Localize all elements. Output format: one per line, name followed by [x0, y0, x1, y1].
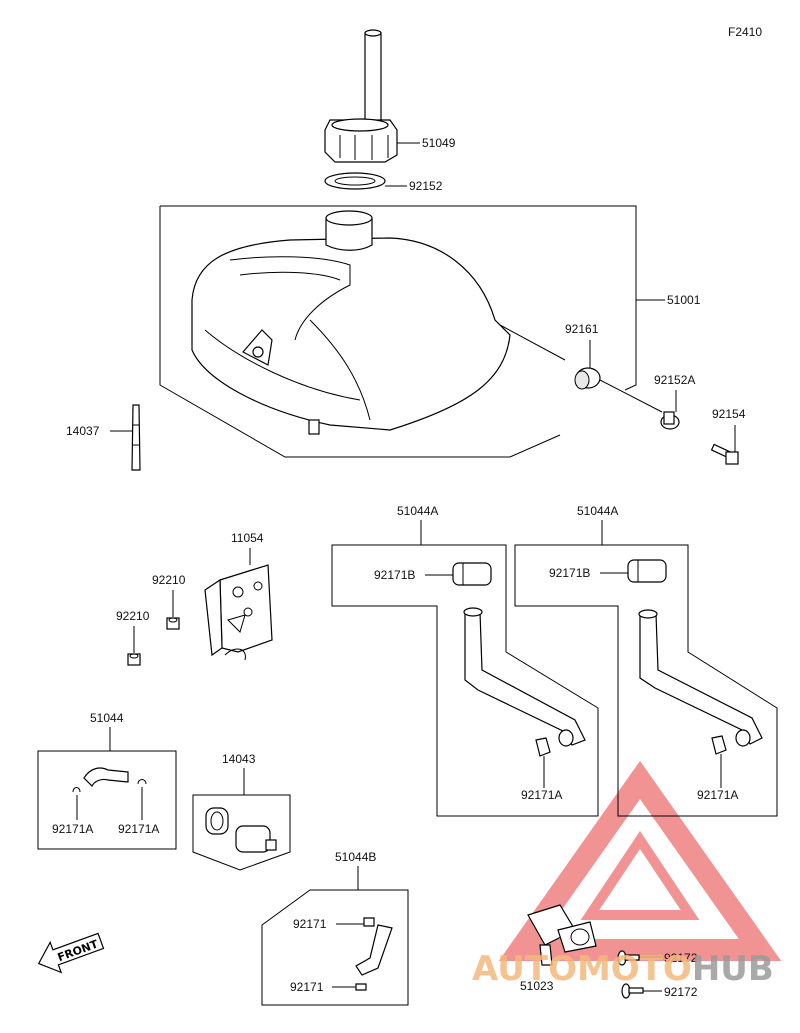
tube-clip-drawing	[131, 404, 141, 471]
watermark-text-left: AUTOMOTO	[472, 949, 692, 989]
fuel-tank-drawing	[191, 210, 566, 435]
watermark-text-right: HUB	[692, 949, 774, 989]
fuel-cock-drawing	[527, 904, 597, 966]
fuel-filter-drawing	[205, 807, 277, 853]
label-92152: 92152	[409, 179, 443, 193]
grommet-drawing	[574, 367, 601, 390]
hose-kit-b-frame	[261, 889, 409, 1006]
label-92171A-kit-left: 92171A	[52, 822, 93, 836]
label-51023: 51023	[520, 979, 554, 993]
nut-upper-drawing	[166, 617, 180, 630]
label-92210-lower: 92210	[116, 609, 150, 623]
label-92210-upper: 92210	[152, 573, 186, 587]
hose-kit-frame	[37, 750, 177, 850]
fuel-tank-frame	[159, 205, 637, 458]
label-51044: 51044	[90, 711, 124, 725]
label-11054: 11054	[231, 531, 264, 545]
label-92171B-right: 92171B	[549, 566, 590, 580]
screw-upper-drawing	[617, 950, 640, 966]
hose-b-drawing	[355, 917, 393, 991]
fuel-filter-frame	[192, 794, 291, 871]
cap-gasket-drawing	[324, 172, 386, 190]
label-92171A-right: 92171A	[697, 788, 738, 802]
label-92171-lower: 92171	[290, 980, 324, 994]
front-arrow: FRONT	[37, 932, 105, 974]
label-51001: 51001	[667, 293, 701, 307]
label-51049: 51049	[422, 136, 456, 150]
label-14043: 14043	[222, 752, 256, 766]
damper-drawing	[660, 411, 680, 430]
watermark-text: AUTOMOTOHUB	[472, 949, 774, 989]
screw-lower-drawing	[621, 983, 644, 999]
label-92172-lower: 92172	[664, 985, 698, 999]
bracket-drawing	[204, 564, 273, 661]
label-92172-upper: 92172	[664, 951, 698, 965]
hose-kit-drawing	[72, 767, 147, 793]
watermark-logo	[498, 760, 782, 961]
hose-kit-a-right-frame	[514, 544, 778, 817]
label-14037: 14037	[66, 424, 100, 438]
label-51044A-right: 51044A	[577, 504, 618, 518]
label-92161: 92161	[565, 322, 599, 336]
figure-code: F2410	[728, 25, 762, 39]
label-92171A-kit-right: 92171A	[118, 822, 159, 836]
label-92154: 92154	[712, 407, 746, 421]
label-51044B: 51044B	[335, 850, 376, 864]
hose-left-drawing	[452, 562, 586, 757]
nut-lower-drawing	[127, 653, 141, 666]
label-92171B-left: 92171B	[374, 568, 415, 582]
hose-right-drawing	[627, 559, 763, 755]
hose-kit-a-left-frame	[331, 544, 599, 817]
label-92171A-left: 92171A	[521, 788, 562, 802]
label-92171-upper: 92171	[293, 917, 327, 931]
label-51044A-left: 51044A	[397, 504, 438, 518]
bolt-drawing	[710, 443, 739, 465]
filler-cap-drawing	[324, 29, 398, 163]
label-92152A: 92152A	[654, 373, 695, 387]
